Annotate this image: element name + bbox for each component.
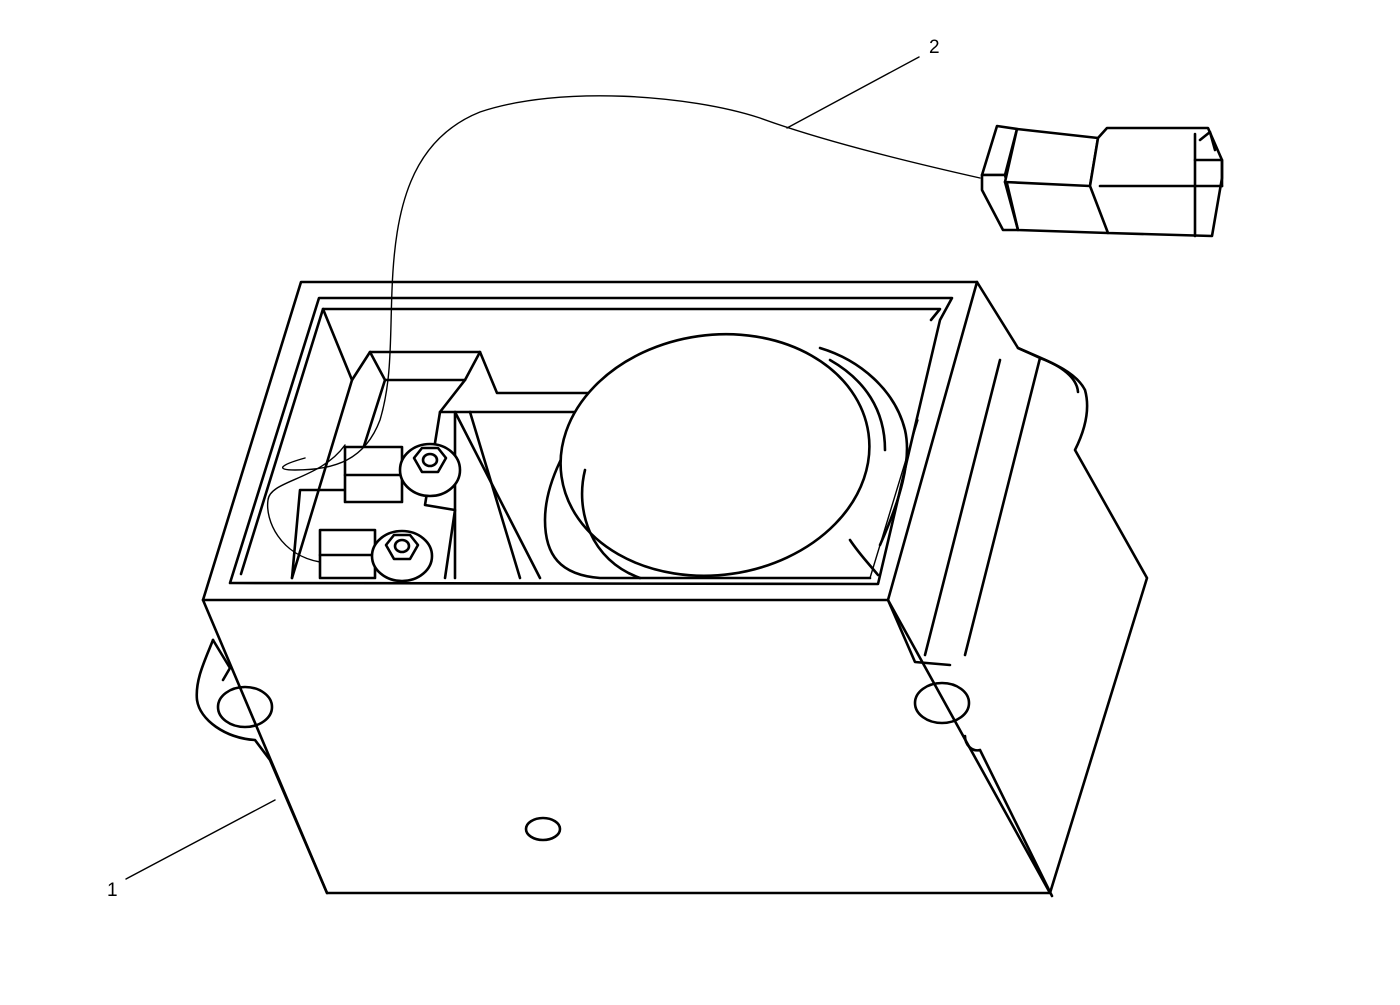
housing-top-rim: [201, 280, 979, 602]
cylinder-end-face: [559, 332, 871, 578]
wire-connector: [980, 124, 1224, 238]
front-small-hole: [524, 816, 562, 842]
housing-right-face: [975, 280, 1149, 895]
leader-line-1: [125, 799, 276, 880]
housing-inner-opening: [228, 296, 954, 586]
terminal-nut-top: [398, 442, 462, 498]
callout-label-1: 1: [107, 880, 118, 901]
wire-lead: [282, 95, 981, 471]
leader-line-2: [786, 56, 920, 129]
inner-cylinder: [543, 332, 909, 580]
mount-hole-left: [216, 685, 274, 729]
housing-front-face: [201, 598, 1052, 895]
wire: [266, 95, 981, 563]
terminal-nut-bottom: [370, 529, 434, 583]
internal-assembly: [290, 332, 909, 583]
callout-label-2: 2: [929, 37, 940, 58]
mount-hole-right: [913, 681, 971, 725]
